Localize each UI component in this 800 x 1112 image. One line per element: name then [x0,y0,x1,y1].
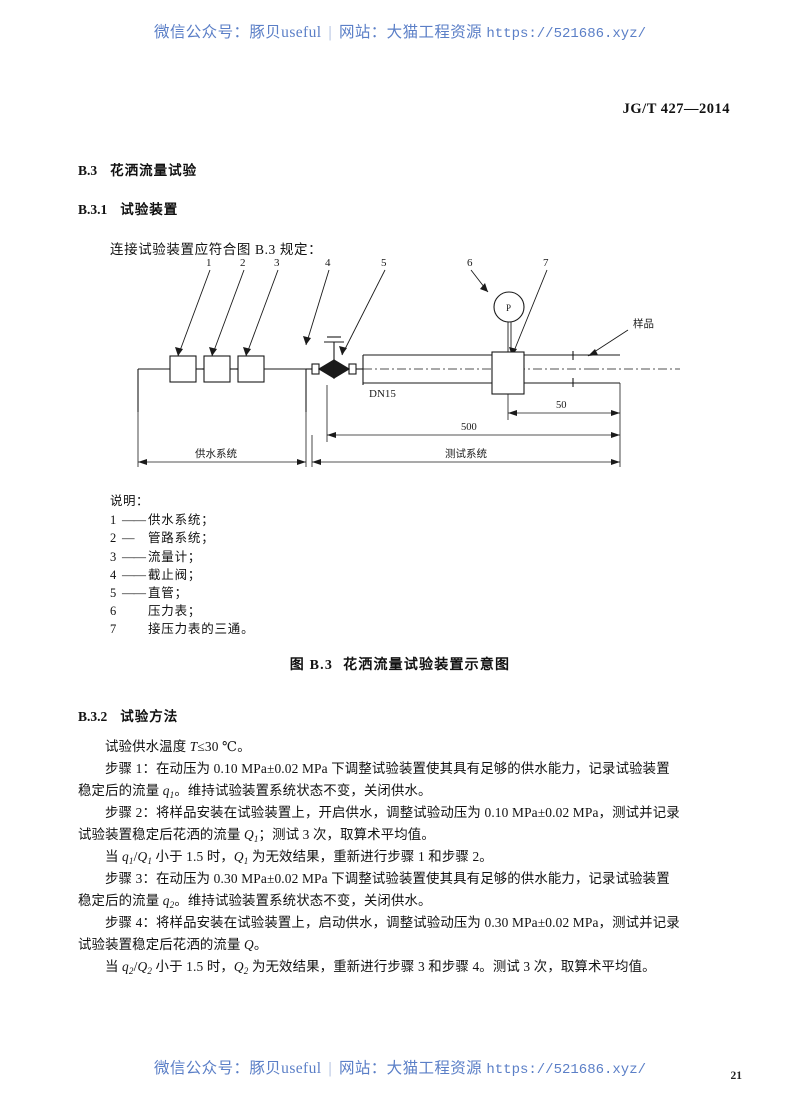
key-4-dash: —— [122,567,146,582]
dimension-50-label: 50 [556,400,567,411]
page-number: 21 [730,1070,743,1082]
component-box-3 [237,355,265,383]
callout-label-5: 5 [381,257,387,269]
heading-b32-text: 试验方法 [120,709,179,724]
globe-valve-symbol [306,336,363,379]
heading-b31-text: 试验装置 [120,202,179,217]
pressure-tee-box [491,351,525,395]
watermark-bottom-separator: | [328,1060,332,1077]
gauge-label: P [506,303,511,313]
callout-label-3: 3 [274,257,280,269]
key-6-text: 压力表； [148,604,202,619]
watermark-bottom-prefix: 微信公众号：豚贝useful [153,1060,322,1077]
heading-b31: B.3.1 试验装置 [78,198,178,218]
watermark-bottom-site: 网站：大猫工程资源 [338,1060,483,1077]
key-2-text: 管路系统； [148,531,215,546]
key-6-number: 6 [110,604,118,619]
check1-line: 当 q1/Q1 小于 1.5 时，Q1 为无效结果，重新进行步骤 1 和步骤 2… [105,849,493,866]
key-3-text: 流量计； [148,549,202,564]
callout-leaders [177,269,548,357]
callout-label-4: 4 [325,257,331,269]
step1-line2: 稳定后的流量 q1。维持试验装置系统状态不变，关闭供水。 [78,783,432,800]
step3-line1: 步骤 3：在动压为 0.30 MPa±0.02 MPa 下调整试验装置使其具有足… [105,871,670,886]
figure-key-item-3: 3 ——流量计； [110,548,254,566]
system-right-label: 测试系统 [445,447,487,460]
dimension-50 [507,383,621,420]
intro-line: 连接试验装置应符合图 B.3 规定： [110,242,323,257]
key-3-dash: —— [122,549,146,564]
pressure-gauge-circle [493,291,525,323]
figure-key-item-5: 5 ——直管； [110,584,254,602]
heading-b31-number: B.3.1 [78,202,108,217]
watermark-site: 网站：大猫工程资源 [338,24,483,41]
callout-label-7: 7 [543,257,549,269]
key-4-number: 4 [110,567,118,582]
step2-line1: 步骤 2：将样品安装在试验装置上，开启供水，调整试验动压为 0.10 MPa±0… [105,805,680,820]
key-1-text: 供水系统； [148,513,215,528]
step3-line2: 稳定后的流量 q2。维持试验装置系统状态不变，关闭供水。 [78,893,432,910]
figure-key-item-1: 1 ——供水系统； [110,511,254,529]
watermark-prefix: 微信公众号：豚贝useful [153,24,322,41]
figure-key-item-4: 4 ——截止阀； [110,566,254,584]
step4-line1: 步骤 4：将样品安装在试验装置上，启动供水，调整试验动压为 0.30 MPa±0… [105,915,680,930]
watermark-separator: | [328,24,332,41]
system-brackets [137,412,621,467]
key-7-text: 接压力表的三通。 [148,622,255,637]
standard-number: JG/T 427—2014 [622,101,730,117]
pipe-label: DN15 [369,388,396,400]
step4-line2: 试验装置稳定后花洒的流量 Q。 [78,937,268,952]
heading-b3-text: 花洒流量试验 [110,163,198,178]
figure-caption: 图 B.3 花洒流量试验装置示意图 [0,654,800,674]
sample-label: 样品 [633,317,654,330]
figure-caption-text: 花洒流量试验装置示意图 [343,658,511,673]
callout-label-1: 1 [206,257,212,269]
key-4-text: 截止阀； [148,567,202,582]
key-7-number: 7 [110,622,118,637]
figure-key: 说明： 1——供水系统； 2—管路系统； 3——流量计； 4——截止阀； 5——… [110,492,254,639]
watermark-bottom: 微信公众号：豚贝useful | 网站：大猫工程资源 https://521686.… [0,1056,800,1078]
figure-key-item-6: 6 压力表； [110,602,254,620]
figure-caption-number: 图 B.3 [289,658,334,673]
dimension-500 [326,385,621,442]
check2-line: 当 q2/Q2 小于 1.5 时，Q2 为无效结果，重新进行步骤 3 和步骤 4… [105,959,656,976]
heading-b3: B.3 花洒流量试验 [78,159,197,179]
callout-label-2: 2 [240,257,246,269]
key-5-text: 直管； [148,586,188,601]
heading-b3-number: B.3 [78,163,98,178]
key-5-dash: —— [122,586,146,601]
heading-b32-number: B.3.2 [78,709,108,724]
callout-label-6: 6 [467,257,473,269]
watermark-top: 微信公众号：豚贝useful | 网站：大猫工程资源 https://521686.… [0,20,800,42]
component-box-2 [203,355,231,383]
step1-line1: 步骤 1：在动压为 0.10 MPa±0.02 MPa 下调整试验装置使其具有足… [105,761,670,776]
key-2-dash: — [122,531,135,546]
key-1-dash: —— [122,513,146,528]
callout-arrowheads [175,283,517,356]
key-5-number: 5 [110,586,118,601]
figure-b3-diagram: 1 2 3 4 5 6 7 P DN15 50 500 样品 供水系统 测试系统 [120,252,700,482]
figure-key-item-7: 7 接压力表的三通。 [110,620,254,638]
figure-key-item-2: 2 — 管路系统； [110,529,254,547]
figure-key-title: 说明： [110,494,150,508]
temperature-line: 试验供水温度 T≤30 ℃。 [105,739,251,754]
watermark-url: https://521686.xyz/ [486,26,647,42]
key-1-number: 1 [110,513,118,528]
key-2-number: 2 [110,531,118,546]
system-left-label: 供水系统 [195,447,237,460]
component-box-1 [169,355,197,383]
key-3-number: 3 [110,549,118,564]
heading-b32: B.3.2 试验方法 [78,705,178,725]
watermark-bottom-url: https://521686.xyz/ [486,1062,647,1078]
dimension-500-label: 500 [461,422,477,433]
step2-line2: 试验装置稳定后花洒的流量 Q1；测试 3 次，取算术平均值。 [78,827,435,844]
